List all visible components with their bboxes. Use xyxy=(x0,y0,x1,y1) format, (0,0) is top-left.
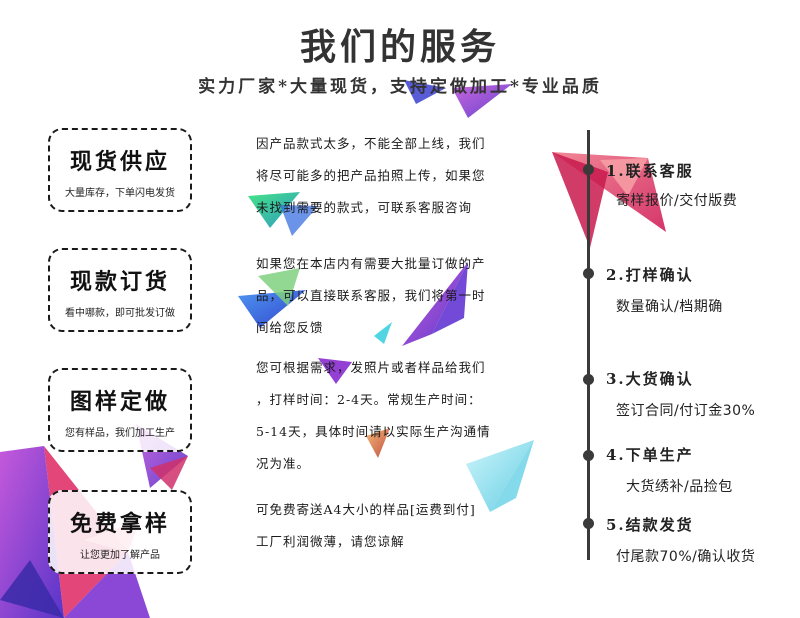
service-card-subtitle: 您有样品，我们加工生产 xyxy=(65,428,175,439)
service-card-in-stock: 现货供应 大量库存，下单闪电发货 xyxy=(48,128,192,212)
service-card-order: 现款订货 看中哪款，即可批发订做 xyxy=(48,248,192,332)
service-card-title: 现款订货 xyxy=(69,269,170,295)
service-card-custom: 图样定做 您有样品，我们加工生产 xyxy=(48,368,192,452)
description-line: 您可根据需求，发照片或者样品给我们 xyxy=(256,360,486,375)
description-line: 可免费寄送A4大小的样品[运费到付] xyxy=(256,502,476,517)
timeline-dot xyxy=(583,164,594,175)
description-2: 如果您在本店内有需要大批量订做的产 品，可以直接联系客服，我们将第一时 间给您反… xyxy=(256,248,538,344)
service-card-subtitle: 大量库存，下单闪电发货 xyxy=(65,188,175,199)
process-detail-4: 大货绣补/品捡包 xyxy=(626,479,733,495)
description-3: 您可根据需求，发照片或者样品给我们 ，打样时间：2-4天。常规生产时间： 5-1… xyxy=(256,352,538,480)
description-line: 因产品款式太多，不能全部上线，我们 xyxy=(256,136,486,151)
timeline-line xyxy=(587,130,590,560)
description-line: 工厂利润微薄，请您谅解 xyxy=(256,534,405,549)
description-line: 间给您反馈 xyxy=(256,320,324,335)
service-card-title: 现货供应 xyxy=(69,149,170,175)
description-line: 如果您在本店内有需要大批量订做的产 xyxy=(256,256,486,271)
process-step-4: 4.下单生产 xyxy=(606,446,694,464)
service-card-free-sample: 免费拿样 让您更加了解产品 xyxy=(48,490,192,574)
timeline-dot xyxy=(583,450,594,461)
process-detail-5: 付尾款70%/确认收货 xyxy=(616,549,756,565)
process-step-1: 1.联系客服 xyxy=(606,162,694,180)
process-detail-2: 数量确认/档期确 xyxy=(616,299,723,315)
page-title: 我们的服务 xyxy=(299,26,500,68)
process-step-5: 5.结款发货 xyxy=(606,516,694,534)
service-card-title: 图样定做 xyxy=(69,389,170,415)
timeline-dot xyxy=(583,268,594,279)
process-detail-1: 寄样报价/交付版费 xyxy=(616,193,738,209)
description-line: 况为准。 xyxy=(256,456,311,471)
service-card-subtitle: 让您更加了解产品 xyxy=(80,550,160,561)
description-line: 将尽可能多的把产品拍照上传，如果您 xyxy=(256,168,486,183)
timeline-dot xyxy=(583,518,594,529)
description-line: 未找到需要的款式，可联系客服咨询 xyxy=(256,200,473,215)
description-4: 可免费寄送A4大小的样品[运费到付] 工厂利润微薄，请您谅解 xyxy=(256,494,538,558)
process-step-2: 2.打样确认 xyxy=(606,266,694,284)
description-line: 5-14天，具体时间请以实际生产沟通情 xyxy=(256,424,491,439)
description-1: 因产品款式太多，不能全部上线，我们 将尽可能多的把产品拍照上传，如果您 未找到需… xyxy=(256,128,538,224)
service-card-subtitle: 看中哪款，即可批发订做 xyxy=(65,308,175,319)
process-step-3: 3.大货确认 xyxy=(606,370,694,388)
service-card-title: 免费拿样 xyxy=(69,511,170,537)
description-line: 品，可以直接联系客服，我们将第一时 xyxy=(256,288,486,303)
page-subtitle: 实力厂家*大量现货，支持定做加工*专业品质 xyxy=(198,77,602,97)
timeline-dot xyxy=(583,374,594,385)
description-line: ，打样时间：2-4天。常规生产时间： xyxy=(256,392,482,407)
process-detail-3: 签订合同/付订金30% xyxy=(616,403,756,419)
